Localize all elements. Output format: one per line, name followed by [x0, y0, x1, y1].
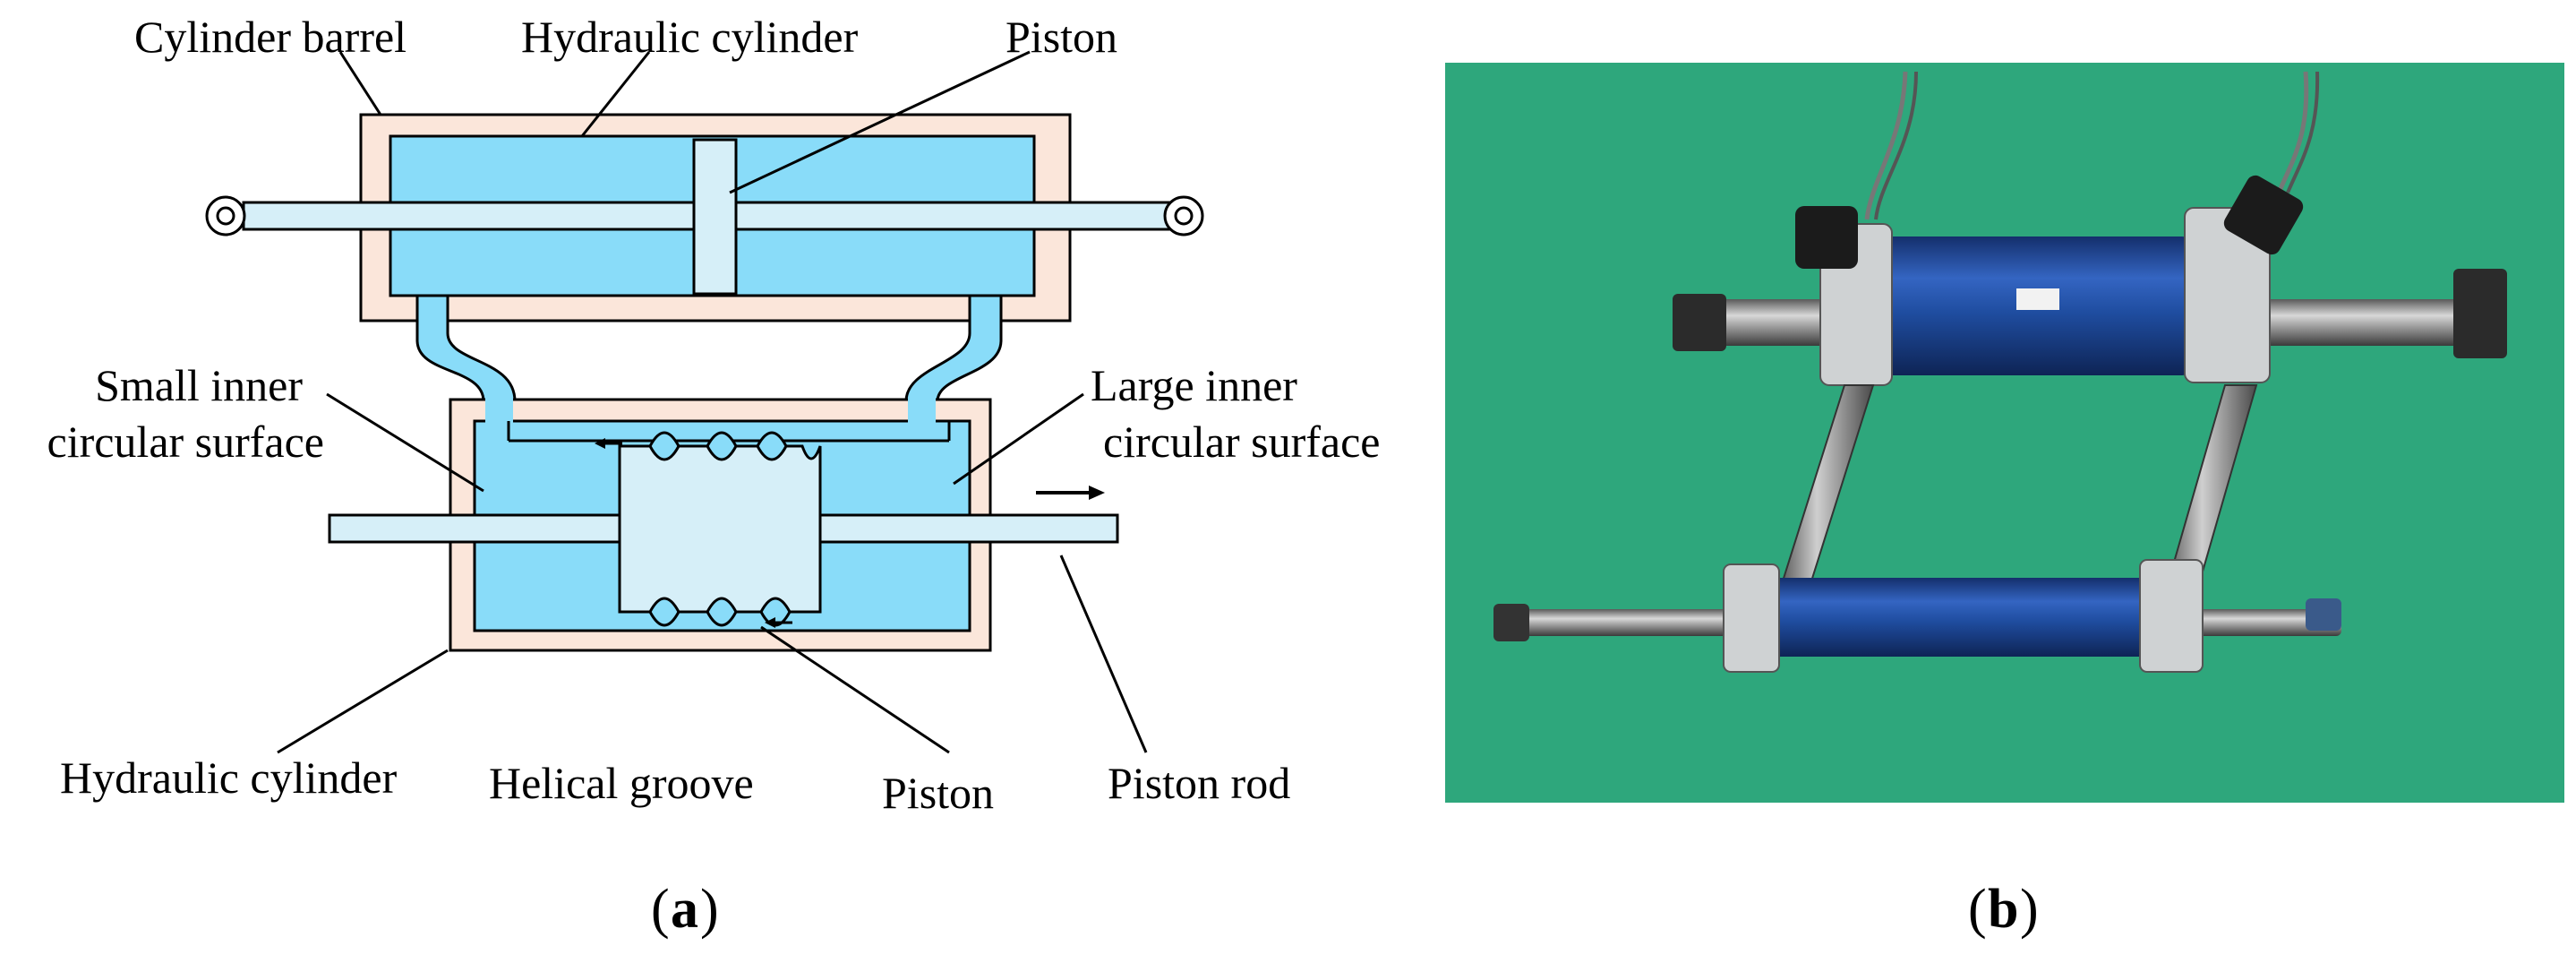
photo-top-rod-left-end	[1673, 294, 1726, 351]
label-large-inner-line2: circular surface	[1103, 417, 1381, 467]
cable-right-2	[2286, 71, 2320, 193]
helical-groove-top-1	[648, 431, 680, 447]
helical-groove-bottom-1	[648, 611, 680, 627]
cable-left-2	[1874, 71, 1918, 220]
photo-b	[1445, 63, 2564, 803]
label-hydraulic-cylinder-top: Hydraulic cylinder	[521, 12, 859, 62]
helical-groove-top-3	[756, 431, 788, 447]
label-small-inner-line1: Small inner	[95, 360, 303, 410]
label-hydraulic-cylinder-bottom: Hydraulic cylinder	[60, 752, 398, 803]
label-piston-top: Piston	[1006, 12, 1117, 62]
photo-bottom-rod-right-end	[2306, 598, 2341, 631]
photo-top-cylinder-label	[2016, 288, 2059, 310]
photo-background	[1445, 63, 2564, 803]
leader-piston-rod	[1059, 555, 1148, 753]
label-small-inner-line2: circular surface	[47, 417, 325, 467]
caption-b-close-paren: )	[2020, 879, 2039, 940]
caption-a: ( a )	[651, 879, 719, 940]
cable-left-1	[1864, 71, 1908, 220]
leader-cylinder-barrel	[338, 51, 382, 116]
caption-a-open-paren: (	[651, 879, 670, 940]
leader-hydraulic-cylinder-bottom	[277, 649, 449, 754]
right-rod-eye-hole	[1174, 206, 1194, 226]
label-helical-groove: Helical groove	[489, 758, 754, 808]
photo-bottom-cylinder	[1750, 578, 2162, 657]
leader-hydraulic-cylinder-top	[580, 51, 651, 137]
photo-solenoid-right	[2223, 175, 2304, 255]
caption-b-open-paren: (	[1968, 879, 1987, 940]
top-piston	[692, 138, 738, 296]
bottom-piston	[618, 444, 822, 614]
leader-small-inner	[326, 392, 484, 493]
photo-top-endcap-right	[2184, 207, 2271, 383]
flow-arrow-bottom-head	[765, 617, 775, 628]
caption-b: ( b )	[1968, 879, 2039, 940]
leader-piston-top	[729, 50, 1031, 194]
label-cylinder-barrel: Cylinder barrel	[134, 12, 407, 62]
caption-b-letter: b	[1988, 879, 2018, 940]
photo-bottom-endcap-right	[2139, 559, 2204, 673]
leader-helical-groove	[760, 625, 950, 754]
label-piston-bottom: Piston	[882, 768, 994, 818]
left-rod-eye-hole	[216, 206, 235, 226]
photo-bottom-rod-left-end	[1493, 604, 1529, 641]
rod-motion-arrow-head	[1089, 486, 1105, 500]
leader-lines	[277, 50, 1148, 754]
caption-a-close-paren: )	[700, 879, 719, 940]
schematic-a: Cylinder barrel Hydraulic cylinder Pisto…	[47, 12, 1381, 818]
photo-solenoid-left	[1795, 206, 1858, 269]
label-large-inner-line1: Large inner	[1091, 360, 1297, 410]
left-pipe-seam	[485, 398, 513, 425]
leader-large-inner	[953, 392, 1084, 486]
photo-bottom-endcap-left	[1723, 563, 1780, 673]
right-pipe-seam	[908, 398, 936, 425]
label-piston-rod: Piston rod	[1108, 758, 1290, 808]
caption-a-letter: a	[671, 879, 698, 940]
photo-top-rod-right-end	[2453, 269, 2507, 358]
cable-right-1	[2276, 71, 2309, 193]
flow-arrow-top-head	[595, 438, 605, 449]
helical-groove-bottom-2	[706, 611, 738, 627]
helical-groove-top-2	[706, 431, 738, 447]
